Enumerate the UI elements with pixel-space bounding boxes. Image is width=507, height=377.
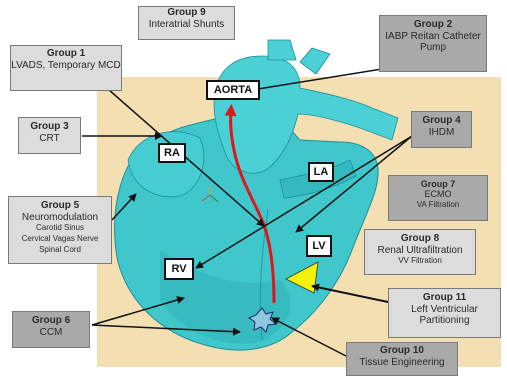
group-5-sub: Spinal Cord — [9, 245, 111, 256]
group-1-box: Group 1 LVADS, Temporary MCD — [10, 45, 122, 91]
label-rv: RV — [164, 258, 194, 280]
group-10-desc: Tissue Engineering — [347, 357, 457, 369]
group-11-desc: Left Ventricular Partitioning — [389, 304, 500, 327]
label-ra: RA — [158, 143, 186, 163]
group-3-desc: CRT — [19, 133, 80, 145]
group-3-title: Group 3 — [19, 121, 80, 133]
group-7-desc: ECMO — [389, 189, 487, 199]
group-1-desc: LVADS, Temporary MCD — [11, 60, 121, 72]
group-11-title: Group 11 — [389, 292, 500, 304]
group-7-sub: VA Filtration — [389, 200, 487, 211]
group-5-title: Group 5 — [9, 200, 111, 212]
label-la: LA — [308, 162, 334, 182]
group-7-box: Group 7 ECMO VA Filtration — [388, 175, 488, 221]
group-2-desc: IABP Reitan Catheter Pump — [380, 31, 486, 54]
group-6-desc: CCM — [13, 327, 89, 339]
label-lv: LV — [306, 235, 332, 257]
group-5-sub: Carotid Sinus — [9, 223, 111, 234]
group-5-sub: Cervical Vagas Nerve — [9, 234, 111, 245]
group-7-title: Group 7 — [389, 179, 487, 189]
group-9-box: Group 9 Interatrial Shunts — [138, 6, 235, 40]
group-4-title: Group 4 — [412, 115, 471, 127]
label-aorta: AORTA — [206, 80, 260, 100]
group-4-box: Group 4 IHDM — [411, 111, 472, 148]
group-6-box: Group 6 CCM — [12, 311, 90, 348]
group-10-box: Group 10 Tissue Engineering — [346, 342, 458, 376]
group-9-desc: Interatrial Shunts — [139, 19, 234, 31]
group-8-box: Group 8 Renal Ultrafiltration VV Filtrat… — [364, 229, 476, 275]
group-8-desc: Renal Ultrafiltration — [365, 245, 475, 257]
group-9-title: Group 9 — [139, 7, 234, 19]
group-2-title: Group 2 — [380, 19, 486, 31]
branch-vessel-shape — [300, 48, 330, 74]
group-5-desc: Neuromodulation — [9, 212, 111, 224]
group-2-box: Group 2 IABP Reitan Catheter Pump — [379, 15, 487, 72]
group-5-box: Group 5 Neuromodulation Carotid Sinus Ce… — [8, 196, 112, 264]
group-8-title: Group 8 — [365, 233, 475, 245]
group-4-desc: IHDM — [412, 127, 471, 139]
group-10-title: Group 10 — [347, 345, 457, 357]
branch-vessel-shape — [268, 40, 296, 60]
group-6-title: Group 6 — [13, 315, 89, 327]
group-11-box: Group 11 Left Ventricular Partitioning — [388, 288, 501, 338]
group-3-box: Group 3 CRT — [18, 117, 81, 154]
group-1-title: Group 1 — [11, 48, 121, 60]
group-8-sub: VV Filtration — [365, 256, 475, 267]
